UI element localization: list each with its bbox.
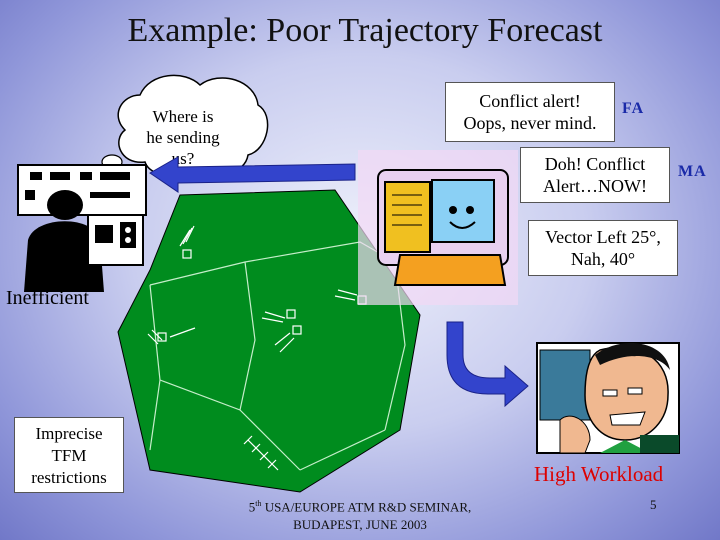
slide-title: Example: Poor Trajectory Forecast [127,12,603,49]
thought-bubble-text: Where is he sending us? [146,107,220,168]
doh-alert-callout: Doh! Conflict Alert…NOW! [520,147,670,203]
inefficient-label: Inefficient [6,287,89,309]
aircraft-symbol-icon [261,309,296,323]
fa-tag: FA [622,100,645,117]
aircraft-symbol-icon [179,225,195,259]
aircraft-symbol-icon [274,325,302,353]
high-workload-label: High Workload [534,462,664,486]
footer-line1-sup: th [255,499,262,508]
aircraft-symbol-icon [147,327,196,345]
page-number: 5 [650,497,657,512]
aircraft-symbol-icon [243,435,279,471]
footer-line1-prefix: 5 [248,499,256,515]
vector-callout: Vector Left 25°, Nah, 40° [528,220,678,276]
footer-seminar-text: 5th USA/EUROPE ATM R&D SEMINAR, BUDAPEST… [240,495,480,534]
imprecise-tfm-box: Imprecise TFM restrictions [14,417,124,493]
ma-tag: MA [678,163,707,180]
conflict-alert-callout: Conflict alert! Oops, never mind. [445,82,615,142]
footer-line2: BUDAPEST, JUNE 2003 [293,517,427,533]
footer-line1-rest: USA/EUROPE ATM R&D SEMINAR, [261,499,472,515]
